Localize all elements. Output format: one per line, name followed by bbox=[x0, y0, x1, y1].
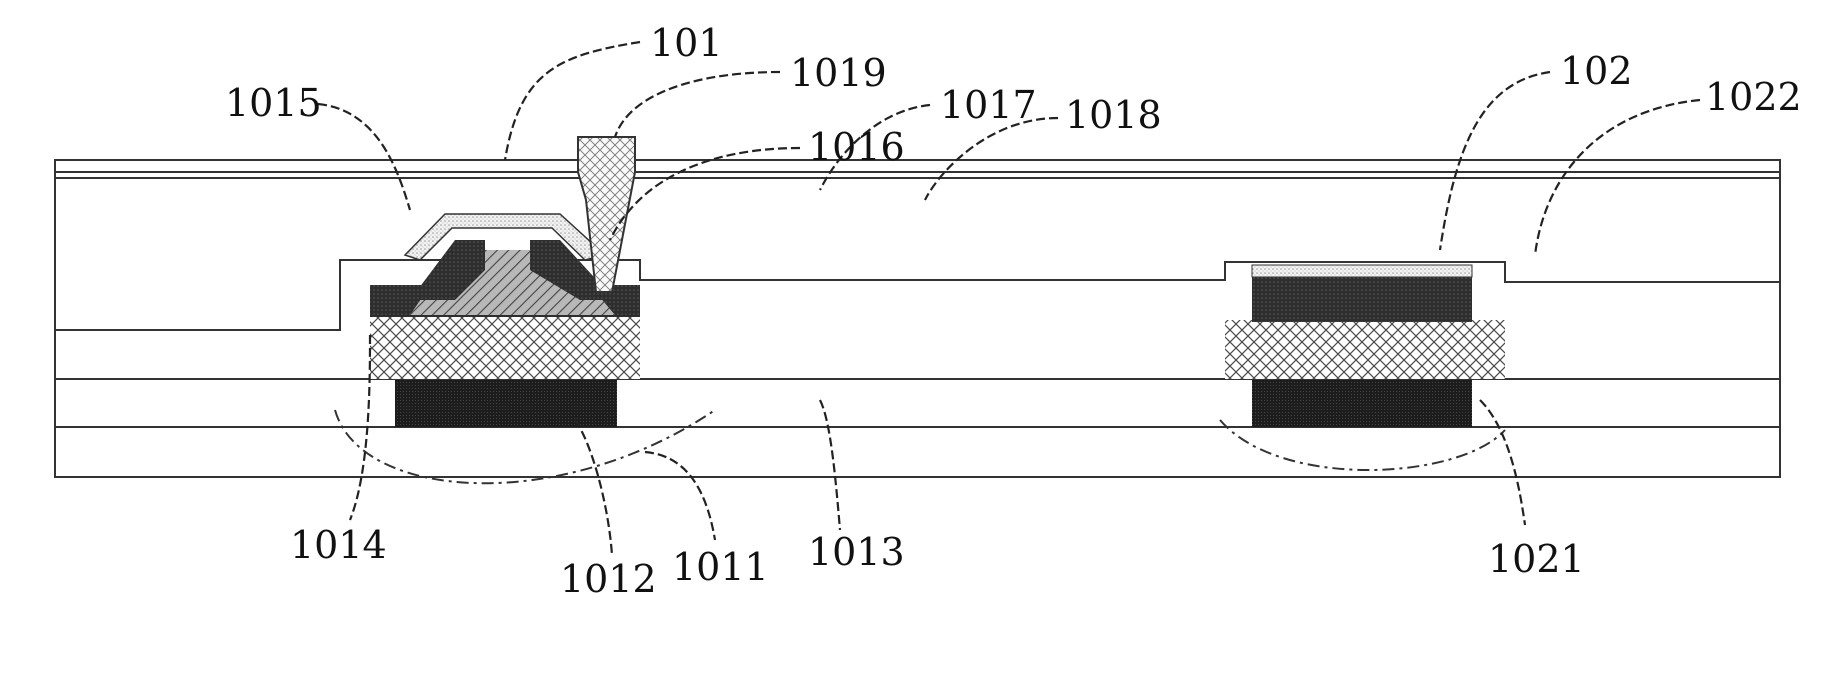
substrate-1011 bbox=[55, 427, 1780, 477]
top-layer-101 bbox=[55, 160, 1780, 178]
label-1016: 1016 bbox=[808, 125, 905, 169]
label-1015: 1015 bbox=[225, 81, 322, 125]
block-1021-base bbox=[1225, 320, 1505, 379]
label-1012: 1012 bbox=[560, 557, 657, 601]
label-102: 102 bbox=[1560, 49, 1633, 93]
label-1019: 1019 bbox=[790, 51, 887, 95]
block-1022 bbox=[1252, 275, 1472, 322]
electrode-1021 bbox=[1252, 379, 1472, 427]
leader-1013 bbox=[820, 400, 840, 530]
buffer-layer-1013 bbox=[55, 379, 1780, 427]
label-101: 101 bbox=[650, 21, 723, 65]
grid-layer-1018 bbox=[55, 172, 1780, 330]
label-1011: 1011 bbox=[672, 545, 769, 589]
label-1018: 1018 bbox=[1065, 93, 1162, 137]
label-1022: 1022 bbox=[1705, 75, 1802, 119]
light-shield-1012 bbox=[395, 379, 617, 427]
leader-1015 bbox=[318, 104, 410, 210]
leader-1011 bbox=[645, 452, 715, 540]
dotted-layer-1017 bbox=[55, 260, 1780, 379]
block-102-cap bbox=[1252, 265, 1472, 277]
leader-1019 bbox=[615, 72, 780, 137]
label-1013: 1013 bbox=[808, 530, 905, 574]
label-1014: 1014 bbox=[290, 523, 387, 567]
via-1019 bbox=[578, 137, 635, 292]
label-1017: 1017 bbox=[940, 83, 1037, 127]
leader-1012 bbox=[575, 420, 612, 555]
leader-1016 bbox=[610, 148, 800, 240]
gate-insulator-block bbox=[370, 315, 640, 379]
leader-1021 bbox=[1480, 400, 1525, 525]
label-1021: 1021 bbox=[1488, 537, 1585, 581]
